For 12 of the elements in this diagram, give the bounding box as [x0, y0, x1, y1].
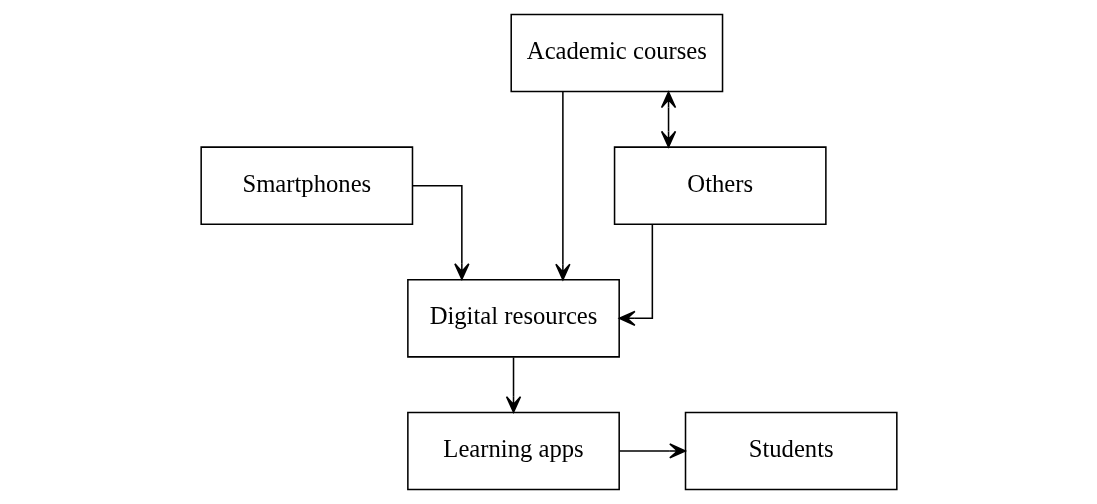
arrow [554, 90, 571, 281]
arrow [618, 443, 686, 459]
node-box: Digital resources [406, 279, 620, 358]
node-box: Learning apps [406, 411, 620, 491]
arrow [505, 356, 521, 413]
arrow [618, 224, 653, 327]
node-box: Students [684, 411, 898, 491]
node-box: Others [613, 146, 827, 225]
arrow [660, 91, 676, 148]
node-box: Smartphones [199, 146, 413, 225]
node-box: Academic courses [509, 13, 723, 93]
arrow [411, 184, 470, 280]
